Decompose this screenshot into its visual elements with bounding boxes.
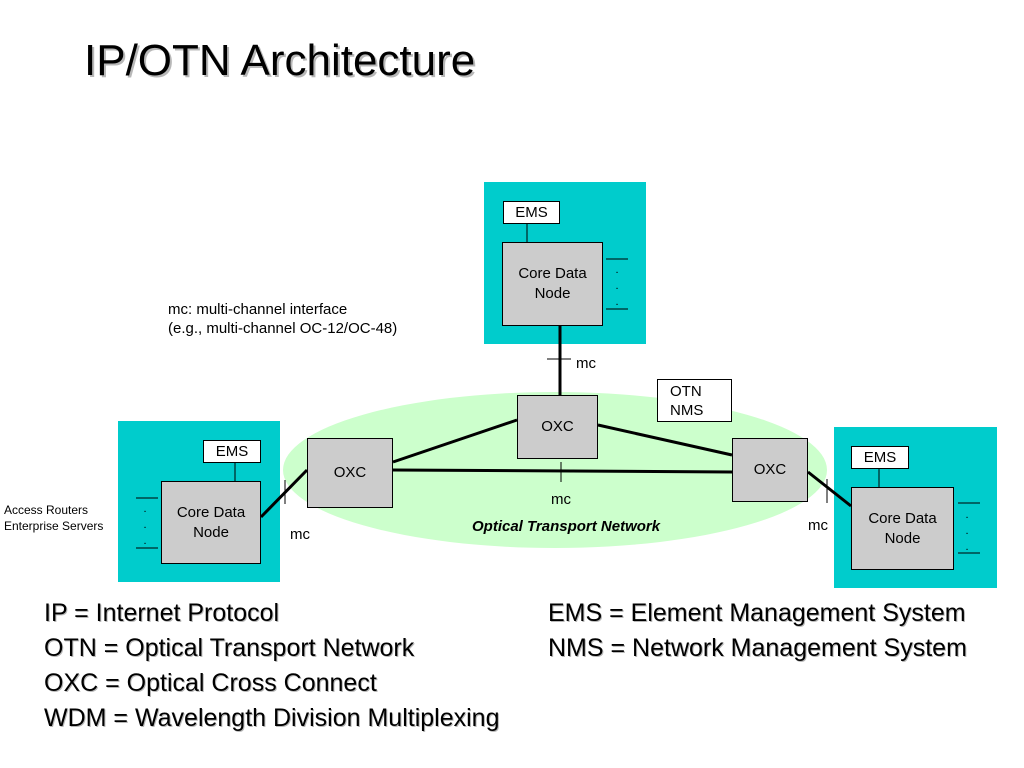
- core-data-node-right: Core Data Node: [851, 487, 954, 570]
- mc-note: mc: multi-channel interface (e.g., multi…: [168, 300, 397, 338]
- mc-label-left: mc: [290, 526, 310, 543]
- core-data-node-top: Core Data Node: [502, 242, 603, 326]
- oxc-right: OXC: [732, 438, 808, 502]
- link-node-left-oxc: [259, 468, 309, 519]
- link-oxc-left-top: [392, 418, 518, 464]
- legend-item: WDM = Wavelength Division Multiplexing: [44, 704, 500, 732]
- link-oxc-right-node: [807, 470, 852, 508]
- link-oxc-left-right: [392, 468, 733, 474]
- oxc-top: OXC: [517, 395, 598, 459]
- otn-nms-line: NMS: [670, 402, 704, 419]
- port-dots: ...: [143, 503, 147, 547]
- legend-item: OTN = Optical Transport Network: [44, 634, 415, 662]
- access-label-line: Access Routers: [4, 503, 89, 517]
- legend-item: IP = Internet Protocol: [44, 599, 280, 627]
- access-label-line: Enterprise Servers: [4, 519, 104, 533]
- otn-nms-box: OTN NMS: [657, 379, 732, 422]
- mc-note-line: (e.g., multi-channel OC-12/OC-48): [168, 320, 398, 337]
- legend-left: IP = Internet Protocol OTN = Optical Tra…: [44, 596, 499, 736]
- port-dots: ...: [615, 264, 619, 308]
- mc-label-top: mc: [576, 355, 596, 372]
- ems-box-left: EMS: [203, 440, 261, 463]
- legend-item: NMS = Network Management System: [548, 634, 967, 662]
- access-label: Access Routers Enterprise Servers: [4, 502, 103, 534]
- port-dots: ...: [965, 509, 969, 553]
- ems-box-right: EMS: [851, 446, 909, 469]
- mc-label-right: mc: [808, 517, 828, 534]
- oxc-left: OXC: [307, 438, 393, 508]
- otn-nms-line: OTN: [670, 383, 702, 400]
- mc-label-middle: mc: [551, 491, 571, 508]
- legend-item: EMS = Element Management System: [548, 599, 966, 627]
- ems-box-top: EMS: [503, 201, 560, 224]
- network-label: Optical Transport Network: [472, 518, 661, 535]
- mc-note-line: mc: multi-channel interface: [168, 301, 348, 318]
- core-data-node-left: Core Data Node: [161, 481, 261, 564]
- legend-item: OXC = Optical Cross Connect: [44, 669, 377, 697]
- page-title: IP/OTN Architecture: [84, 36, 476, 85]
- legend-right: EMS = Element Management System NMS = Ne…: [548, 596, 967, 666]
- link-oxc-top-right: [597, 423, 733, 457]
